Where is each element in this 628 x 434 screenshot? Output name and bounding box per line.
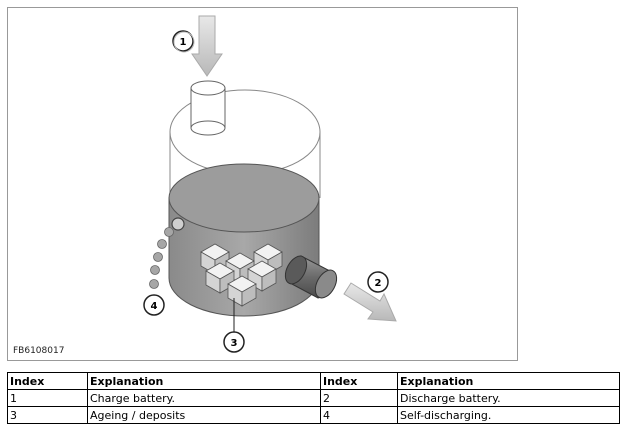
charge-inlet-pipe (190, 80, 226, 136)
header-index-1: Index (7, 372, 88, 390)
battery-charge-level (168, 163, 320, 317)
index-cell: 1 (7, 389, 88, 407)
figure-code: FB6108017 (13, 346, 65, 356)
battery-diagram: 1 2 3 4 FB6108017 (7, 7, 518, 361)
deposit-cubes (200, 243, 283, 307)
diagram-graphic: 1 2 3 4 (143, 15, 397, 353)
header-explanation-2: Explanation (397, 372, 620, 390)
table-row: 1 Charge battery. 2 Discharge battery. (7, 389, 620, 407)
discharge-outlet-pipe (284, 255, 338, 299)
svg-text:2: 2 (375, 278, 382, 289)
explanation-cell: Self-discharging. (397, 406, 620, 424)
callout-2: 2 (367, 271, 389, 293)
explanation-cell: Ageing / deposits (87, 406, 321, 424)
leak-hole (171, 217, 185, 231)
svg-text:3: 3 (231, 338, 238, 349)
charge-arrow (191, 15, 223, 77)
header-index-2: Index (320, 372, 398, 390)
callout-1: 1 (172, 30, 195, 53)
explanation-cell: Discharge battery. (397, 389, 620, 407)
header-explanation-1: Explanation (87, 372, 321, 390)
self-discharge-droplets (149, 227, 174, 289)
table-row: 3 Ageing / deposits 4 Self-discharging. (7, 406, 620, 424)
svg-text:1: 1 (180, 37, 187, 48)
explanation-cell: Charge battery. (87, 389, 321, 407)
discharge-arrow (343, 282, 397, 322)
callout-3: 3 (223, 331, 245, 353)
callout-4: 4 (143, 294, 165, 316)
svg-text:4: 4 (151, 301, 158, 312)
legend-table: Index Explanation Index Explanation 1 Ch… (7, 372, 620, 424)
index-cell: 2 (320, 389, 398, 407)
index-cell: 4 (320, 406, 398, 424)
index-cell: 3 (7, 406, 88, 424)
legend-header-row: Index Explanation Index Explanation (7, 372, 620, 390)
